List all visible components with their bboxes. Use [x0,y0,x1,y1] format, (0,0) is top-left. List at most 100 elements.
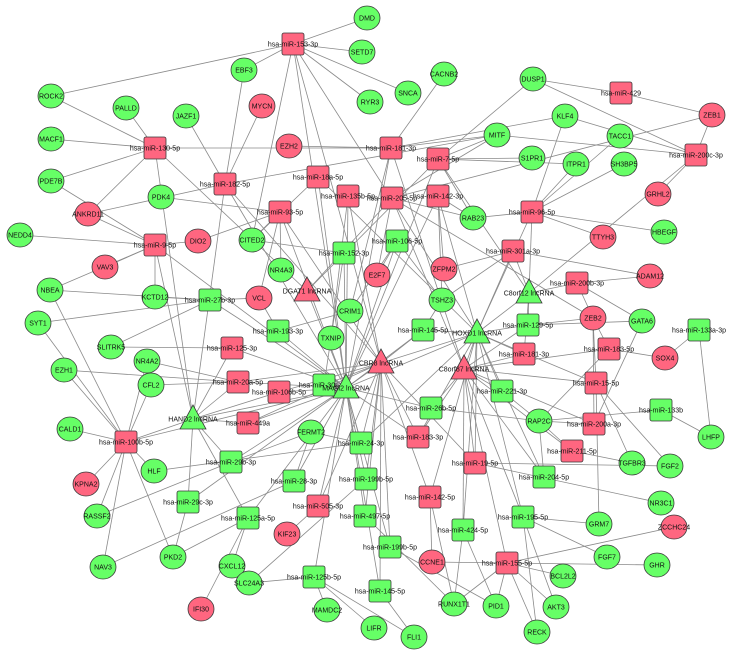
node-hsa-mir-26b-5p[interactable]: hsa-miR-26b-5p [406,396,456,420]
node-pkd2[interactable]: PKD2 [159,544,187,570]
node-vcl[interactable]: VCL [245,285,273,311]
node-txnip[interactable]: TXNIP [317,325,345,351]
node-kctd12[interactable]: KCTD12 [142,284,169,310]
node-pid1[interactable]: PID1 [482,593,510,619]
node-reck[interactable]: RECK [523,619,551,645]
node-hsa-mir-183-5p[interactable]: hsa-miR-183-5p [584,337,634,361]
node-mamdc2[interactable]: MAMDC2 [312,597,342,623]
node-hsa-mir-19-5p[interactable]: hsa-miR-19-5p [452,451,498,475]
node-tshz3[interactable]: TSHZ3 [428,287,456,313]
node-fli1[interactable]: FLI1 [400,624,428,650]
node-hsa-mir-181-3p[interactable]: hsa-miR-181-3p [366,136,416,160]
node-hsa-mir-129-5p[interactable]: hsa-miR-129-5p [503,313,553,337]
node-hsa-mir-183-3p[interactable]: hsa-miR-183-3p [393,425,443,449]
node-rap2c[interactable]: RAP2C [525,408,553,434]
node-grhl2[interactable]: GRHL2 [644,181,672,207]
node-fgf7[interactable]: FGF7 [593,544,621,570]
node-hsa-mir-153-3p[interactable]: hsa-miR-153-3p [268,32,318,56]
node-syt1[interactable]: SYT1 [24,310,52,336]
node-slc24a3[interactable]: SLC24A3 [234,570,264,596]
node-hsa-mir-200b-3p[interactable]: hsa-miR-200b-3p [550,271,604,295]
node-hsa-mir-24-3p[interactable]: hsa-miR-24-3p [338,431,384,455]
node-e2f7[interactable]: E2F7 [363,262,391,288]
node-c8orf12-lncrna[interactable]: C8orf12 lncRNA [504,278,555,304]
node-hsa-mir-133a-3p[interactable]: hsa-miR-133a-3p [672,318,726,342]
node-hsa-mir-30a-5p[interactable]: hsa-miR-30a-5p [299,373,349,397]
node-magi2-lncrna[interactable]: MAGI2 lncRNA [322,373,370,399]
node-kpna2[interactable]: KPNA2 [72,471,100,497]
node-hsa-mir-193-3p[interactable]: hsa-miR-193-3p [253,319,303,343]
node-dio2[interactable]: DIO2 [184,228,212,254]
node-hsa-mir-449a[interactable]: hsa-miR-449a [226,411,270,435]
node-hsa-mir-142-5p[interactable]: hsa-miR-142-5p [405,485,455,509]
node-zeb2[interactable]: ZEB2 [579,305,607,331]
node-hsa-mir-106b-5p[interactable]: hsa-miR-106b-5p [252,380,306,404]
node-hsa-mir-424-5p[interactable]: hsa-miR-424-5p [438,518,488,542]
node-hsa-mir-125-3p[interactable]: hsa-miR-125-3p [207,336,257,360]
node-rab23[interactable]: RAB23 [459,205,487,231]
node-hsa-mir-200a-3p[interactable]: hsa-miR-200a-3p [567,412,621,436]
node-ezh1[interactable]: EZH1 [50,357,78,383]
node-hsa-mir-27b-3p[interactable]: hsa-miR-27b-3p [185,288,235,312]
node-adam12[interactable]: ADAM12 [636,263,664,289]
node-ccne1[interactable]: CCNE1 [418,549,446,575]
node-gata6[interactable]: GATA6 [628,308,656,334]
node-pdk4[interactable]: PDK4 [147,184,175,210]
node-mitf[interactable]: MITF [483,122,511,148]
node-bcl2l2[interactable]: BCL2L2 [549,563,577,589]
node-ryr3[interactable]: RYR3 [356,89,384,115]
node-cfl2[interactable]: CFL2 [137,372,165,398]
node-zfpm2[interactable]: ZFPM2 [430,256,458,282]
node-hsa-mir-20a-5p[interactable]: hsa-miR-20a-5p [213,370,263,394]
node-ttyh3[interactable]: TTYH3 [589,224,617,250]
node-hsa-mir-205-5p[interactable]: hsa-miR-205-5p [367,186,417,210]
node-dusp1[interactable]: DUSP1 [519,66,547,92]
node-nr4a2[interactable]: NR4A2 [133,348,161,374]
node-hsa-mir-106-5p[interactable]: hsa-miR-106-5p [372,229,422,253]
node-rock2[interactable]: ROCK2 [37,83,65,109]
node-lhfp[interactable]: LHFP [697,424,725,450]
node-hsa-mir-200c-3p[interactable]: hsa-miR-200c-3p [669,143,723,167]
node-kif23[interactable]: KIF23 [273,521,301,547]
node-hsa-mir-155-5p[interactable]: hsa-miR-155-5p [482,551,532,575]
node-hsa-mir-199b-5p[interactable]: hsa-miR-199b-5p [339,467,393,491]
node-hsa-mir-497-5p[interactable]: hsa-miR-497-5p [340,504,390,528]
node-nedd4[interactable]: NEDD4 [6,222,34,248]
node-hsa-mir-130-5p[interactable]: hsa-miR-130-5p [130,136,180,160]
node-hsa-mir-505-3p[interactable]: hsa-miR-505-3p [293,494,343,518]
node-dmd[interactable]: DMD [353,5,381,31]
node-hsa-mir-7-5p[interactable]: hsa-miR-7-5p [417,147,460,171]
node-palld[interactable]: PALLD [112,95,140,121]
node-hbegf[interactable]: HBEGF [650,219,678,245]
node-fgf2[interactable]: FGF2 [656,453,684,479]
node-hsa-mir-15-5p[interactable]: hsa-miR-15-5p [573,371,619,395]
node-zcchc24[interactable]: ZCCHC24 [658,514,690,540]
node-hsa-mir-181-3p[interactable]: hsa-miR-181-3p [499,342,549,366]
node-nav3[interactable]: NAV3 [89,554,117,580]
node-rassf2[interactable]: RASSF2 [83,503,111,529]
node-hsa-mir-211-5p[interactable]: hsa-miR-211-5p [547,439,597,463]
node-hsa-mir-100b-5p[interactable]: hsa-miR-100b-5p [99,430,153,454]
node-hsa-mir-199b-5p[interactable]: hsa-miR-199b-5p [363,535,417,559]
node-nbea[interactable]: NBEA [36,277,64,303]
node-cald1[interactable]: CALD1 [56,416,84,442]
node-pde7b[interactable]: PDE7B [37,168,65,194]
node-hsa-mir-429[interactable]: hsa-miR-429 [601,81,641,105]
node-fermt2[interactable]: FERMT2 [297,419,325,445]
node-setd7[interactable]: SETD7 [348,39,376,65]
node-sh3bp5[interactable]: SH3BP5 [611,151,638,177]
node-hoxd1-lncrna[interactable]: HOXD1 lncRNA [452,318,502,344]
node-dgat1-lncrna[interactable]: DGAT1 lncRNA [283,276,332,302]
node-hand2-lncrna[interactable]: HAND2 lncRNA [168,404,218,430]
node-hsa-mir-195-5p[interactable]: hsa-miR-195-5p [498,505,548,529]
node-hsa-mir-221-3p[interactable]: hsa-miR-221-3p [477,379,527,403]
node-hsa-mir-145-5p[interactable]: hsa-miR-145-5p [355,579,405,603]
node-tgfbr3[interactable]: TGFBR3 [618,450,646,476]
node-hsa-mir-301a-3p[interactable]: hsa-miR-301a-3p [486,239,540,263]
node-slitrk5[interactable]: SLITRK5 [97,334,126,360]
node-cacnb2[interactable]: CACNB2 [430,61,459,87]
node-akt3[interactable]: AKT3 [542,594,570,620]
node-mycn[interactable]: MYCN [248,93,276,119]
node-hsa-mir-29b-3p[interactable]: hsa-miR-29b-3p [206,450,256,474]
node-hsa-mir-29c-3p[interactable]: hsa-miR-29c-3p [163,490,213,514]
